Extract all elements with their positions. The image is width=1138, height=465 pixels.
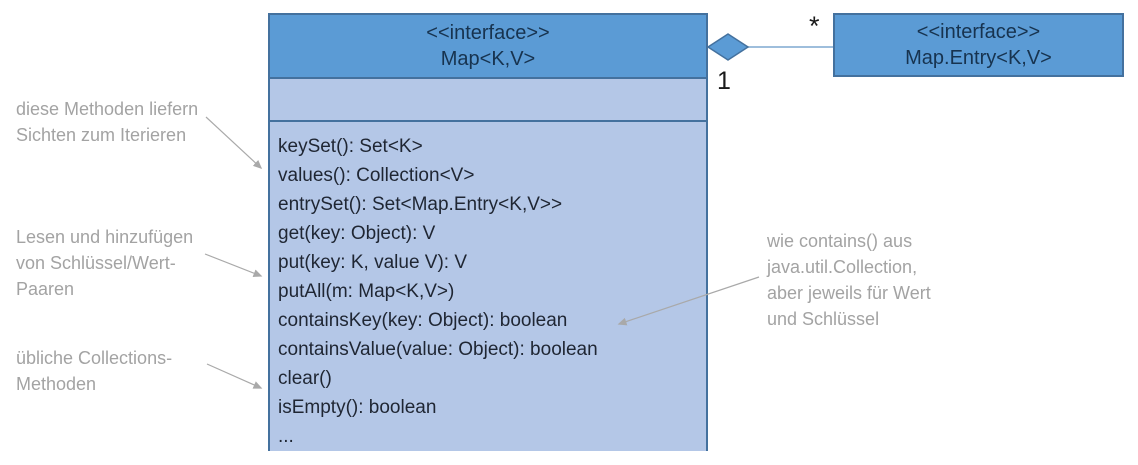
map-entry-interface-class: <<interface>> Map.Entry<K,V>	[833, 13, 1124, 77]
method-item: containsKey(key: Object): boolean	[278, 310, 568, 331]
map-interface-class: <<interface>> Map<K,V> keySet(): Set<K> v…	[268, 13, 708, 451]
annotation-note-views: diese Methoden liefern Sichten zum Iteri…	[16, 99, 199, 145]
annotation-note-common: übliche Collections- Methoden	[16, 348, 173, 394]
map-name-label: Map<K,V>	[440, 48, 536, 70]
method-item: entrySet(): Set<Map.Entry<K,V>>	[278, 194, 563, 215]
map-attributes-section	[270, 79, 706, 122]
annotation-arrow-read-add	[204, 253, 263, 277]
method-item: putAll(m: Map<K,V>)	[278, 281, 455, 302]
map-interface-header: <<interface>> Map<K,V>	[270, 15, 706, 79]
method-item: containsValue(value: Object): boolean	[278, 339, 598, 360]
method-item: ...	[278, 426, 294, 447]
annotation-arrow-views	[205, 116, 263, 170]
annotation-arrow-common	[206, 363, 263, 389]
map-methods-section: keySet(): Set<K> values(): Collection<V> e…	[270, 122, 706, 451]
map-stereotype-label: <<interface>>	[426, 22, 550, 44]
multiplicity-one-label: 1	[717, 67, 731, 95]
method-item: isEmpty(): boolean	[278, 397, 437, 418]
aggregation-diamond-icon	[706, 33, 750, 61]
annotation-note-read-add: Lesen und hinzufügen von Schlüssel/Wert-…	[16, 227, 194, 299]
map-entry-name-label: Map.Entry<K,V>	[905, 47, 1052, 69]
map-entry-interface-header: <<interface>> Map.Entry<K,V>	[835, 15, 1122, 75]
method-item: clear()	[278, 368, 332, 389]
annotation-note-contains: wie contains() aus java.util.Collection,…	[767, 231, 931, 329]
map-entry-stereotype-label: <<interface>>	[916, 21, 1041, 43]
method-item: keySet(): Set<K>	[278, 136, 423, 157]
method-item: get(key: Object): V	[278, 223, 436, 244]
multiplicity-many-label: *	[809, 11, 820, 41]
method-item: values(): Collection<V>	[278, 165, 475, 186]
method-item: put(key: K, value V): V	[278, 252, 468, 273]
